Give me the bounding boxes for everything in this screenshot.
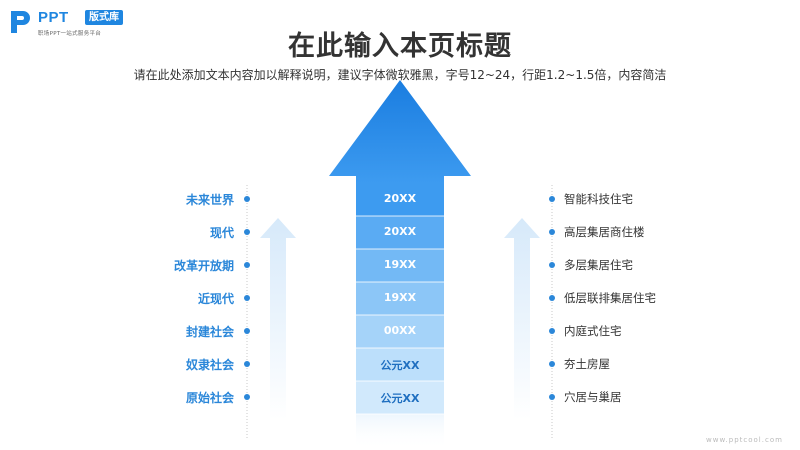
timeline-dot-left bbox=[244, 196, 250, 202]
timeline-dot-left bbox=[244, 262, 250, 268]
timeline-dot-right bbox=[549, 394, 555, 400]
logo-badge: 版式库 bbox=[85, 10, 123, 25]
arrow-segment bbox=[356, 315, 444, 348]
year-label: 19XX bbox=[383, 291, 417, 304]
arrow-segment bbox=[356, 183, 444, 216]
housing-label: 内庭式住宅 bbox=[564, 324, 622, 338]
arrow-segment bbox=[356, 348, 444, 381]
timeline-dot-left bbox=[244, 295, 250, 301]
main-arrow-head bbox=[329, 80, 471, 183]
housing-label: 智能科技住宅 bbox=[564, 192, 633, 206]
logo-p-icon bbox=[11, 11, 30, 33]
timeline-dot-right bbox=[549, 295, 555, 301]
year-label: 20XX bbox=[383, 225, 417, 238]
watermark: www.pptcool.com bbox=[706, 436, 783, 444]
arrow-segment bbox=[356, 282, 444, 315]
housing-label: 夯土房屋 bbox=[564, 357, 610, 371]
year-label: 公元XX bbox=[380, 359, 420, 372]
timeline-dot-right bbox=[549, 328, 555, 334]
timeline-dot-right bbox=[549, 262, 555, 268]
ghost-arrow-right bbox=[504, 218, 540, 420]
housing-label: 低层联排集居住宅 bbox=[564, 291, 656, 305]
era-label: 现代 bbox=[209, 226, 234, 240]
timeline-dot-right bbox=[549, 229, 555, 235]
ghost-arrow-left bbox=[260, 218, 296, 420]
housing-label: 高层集居商住楼 bbox=[564, 225, 645, 239]
brand-logo: PPT 版式库 职场PPT一站式服务平台 bbox=[8, 8, 148, 38]
era-label: 未来世界 bbox=[185, 193, 234, 207]
timeline-dot-left bbox=[244, 361, 250, 367]
era-label: 近现代 bbox=[197, 292, 234, 306]
year-label: 19XX bbox=[383, 258, 417, 271]
era-label: 封建社会 bbox=[185, 325, 234, 339]
housing-label: 多层集居住宅 bbox=[564, 258, 633, 272]
timeline-dot-left bbox=[244, 394, 250, 400]
housing-label: 穴居与巢居 bbox=[564, 390, 622, 404]
logo-tagline: 职场PPT一站式服务平台 bbox=[38, 31, 102, 37]
year-label: 00XX bbox=[383, 324, 417, 337]
page-title: 在此输入本页标题 bbox=[288, 31, 512, 62]
arrow-segment bbox=[356, 216, 444, 249]
timeline-dot-right bbox=[549, 361, 555, 367]
era-label: 奴隶社会 bbox=[185, 358, 234, 372]
era-label: 原始社会 bbox=[185, 391, 234, 405]
year-label: 公元XX bbox=[380, 392, 420, 405]
era-label: 改革开放期 bbox=[173, 259, 234, 273]
year-label: 20XX bbox=[383, 192, 417, 205]
timeline-dot-left bbox=[244, 229, 250, 235]
arrow-tail bbox=[356, 414, 444, 450]
timeline-dot-left bbox=[244, 328, 250, 334]
timeline-dot-right bbox=[549, 196, 555, 202]
arrow-segment bbox=[356, 381, 444, 414]
arrow-segment bbox=[356, 249, 444, 282]
page-subtitle: 请在此处添加文本内容加以解释说明，建议字体微软雅黑，字号12~24，行距1.2~… bbox=[133, 68, 667, 82]
logo-text: PPT bbox=[38, 9, 69, 26]
